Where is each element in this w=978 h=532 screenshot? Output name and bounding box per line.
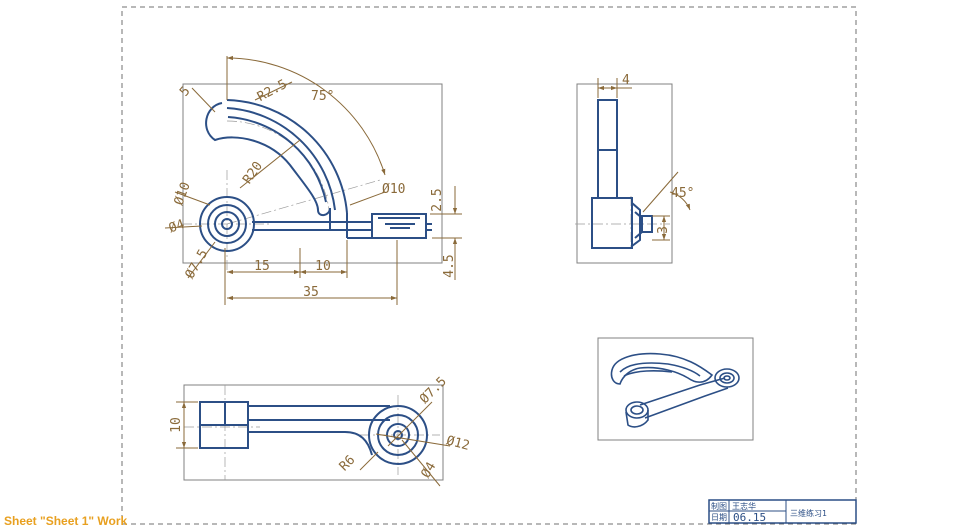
dim-h4-5: 4.5 — [442, 254, 457, 277]
front-dimension-lines — [164, 55, 462, 305]
dim-h10: 10 — [169, 417, 184, 433]
top-geometry — [199, 401, 428, 465]
dim-angle-75: 75° — [311, 89, 334, 104]
isometric-view[interactable] — [597, 337, 754, 441]
side-view[interactable]: 4 45° 3 — [575, 73, 694, 264]
front-geometry — [199, 99, 432, 252]
title-date-label: 日期 — [711, 513, 727, 522]
title-drawing-name: 三维练习1 — [790, 508, 827, 518]
front-view-frame — [182, 83, 443, 264]
dim-d7-5-top: Ø7.5 — [417, 374, 450, 407]
side-dimension-lines — [597, 78, 691, 241]
sheet-status-label: Sheet "Sheet 1" Work — [4, 514, 128, 528]
dim-d7-5: Ø7.5 — [183, 247, 212, 282]
top-dimension-lines — [176, 401, 451, 487]
dim-h2-5: 2.5 — [430, 188, 445, 211]
side-centerlines — [575, 196, 670, 250]
iso-view-frame — [597, 337, 754, 441]
dim-w4: 4 — [622, 73, 630, 88]
title-drawn-name: 王志华 — [732, 501, 756, 511]
dim-angle-45: 45° — [671, 186, 694, 201]
dim-r20: R20 — [240, 159, 266, 187]
dim-h3: 3 — [656, 226, 671, 234]
iso-geometry — [610, 352, 740, 428]
dim-d10-left: Ø10 — [172, 180, 194, 207]
dim-len-35: 35 — [303, 285, 319, 300]
dim-len-15: 15 — [254, 259, 270, 274]
title-drawn-label: 制图 — [711, 501, 727, 511]
title-date-value: 06.15 — [733, 511, 766, 524]
title-block: 制图 王志华 日期 06.15 三维练习1 — [708, 499, 857, 524]
dim-d12: Ø12 — [445, 433, 472, 454]
sheet-border — [121, 6, 857, 525]
dim-r6: R6 — [337, 453, 359, 475]
side-geometry — [591, 99, 653, 249]
top-view[interactable]: 10 Ø7.5 Ø12 R6 Ø4 — [169, 374, 472, 487]
dim-r-slot: R2.5 — [255, 77, 290, 105]
front-centerlines — [182, 120, 381, 270]
side-view-frame — [576, 83, 673, 264]
dim-len-10: 10 — [315, 259, 331, 274]
dim-d10-boss: Ø10 — [382, 182, 405, 197]
front-view[interactable]: 5 R2.5 75° Ø10 Ø4 Ø7.5 R20 Ø10 2.5 4.5 1… — [164, 55, 462, 305]
dim-slot-width: 5 — [177, 84, 194, 100]
dim-d4: Ø4 — [167, 217, 187, 237]
dim-d4-top: Ø4 — [419, 460, 440, 481]
